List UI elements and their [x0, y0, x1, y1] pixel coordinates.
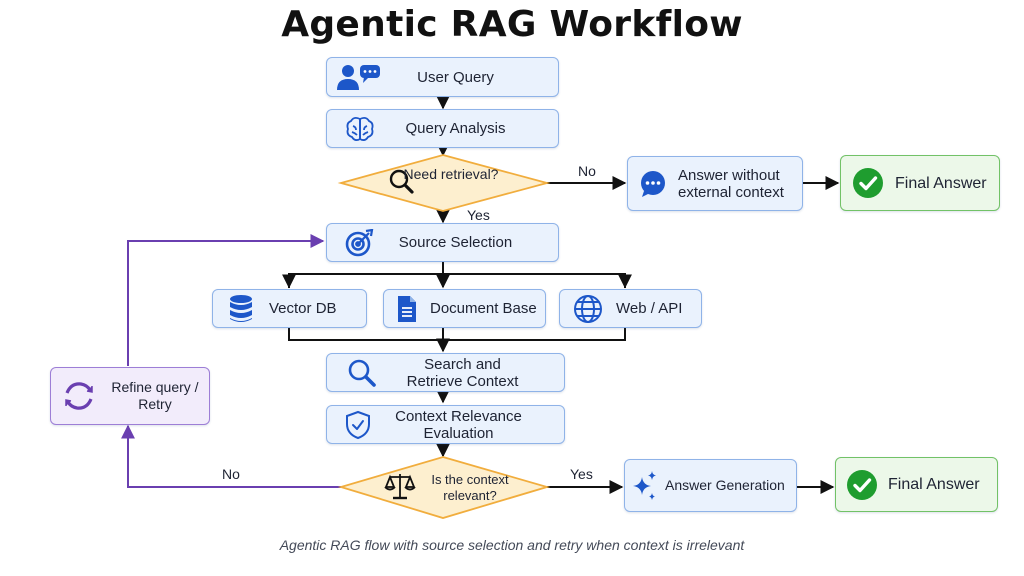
- node-refine-query-label: Refine query / Retry: [111, 379, 199, 412]
- brain-icon: [327, 116, 393, 142]
- node-source-selection-label: Source Selection: [398, 234, 513, 251]
- check-circle-icon: [841, 167, 895, 199]
- search-icon: [327, 358, 397, 388]
- edge-refine-to-source: [127, 234, 325, 366]
- node-answer-generation: Answer Generation: [624, 459, 797, 512]
- node-refine-query: Refine query / Retry: [50, 367, 210, 425]
- node-query-analysis: Query Analysis: [326, 109, 559, 148]
- node-search-retrieve-label: Search and Retrieve Context: [406, 355, 519, 390]
- node-answer-without-context: Answer without external context: [627, 156, 803, 211]
- edge-source-branch: [288, 273, 626, 288]
- user-chat-icon: [327, 63, 393, 91]
- node-final-answer-top: Final Answer: [840, 155, 1000, 211]
- node-web-api-label: Web / API: [616, 300, 683, 317]
- shield-check-icon: [327, 410, 389, 440]
- node-vector-db-label: Vector DB: [269, 300, 337, 317]
- node-answer-generation-label: Answer Generation: [665, 477, 785, 493]
- edge-no-to-refine: [121, 424, 342, 488]
- globe-icon: [560, 294, 616, 324]
- decision-context-relevant-label: Is the context relevant?: [431, 472, 509, 503]
- node-vector-db: Vector DB: [212, 289, 367, 328]
- decision-context-relevant-shape: [337, 456, 551, 519]
- magnifier-icon: [389, 169, 414, 194]
- node-query-analysis-label: Query Analysis: [405, 120, 506, 137]
- node-web-api: Web / API: [559, 289, 702, 328]
- target-icon: [327, 228, 393, 257]
- node-document-base-label: Document Base: [430, 300, 537, 317]
- database-icon: [213, 294, 269, 324]
- check-circle-icon: [836, 469, 888, 501]
- caption: Agentic RAG flow with source selection a…: [279, 537, 745, 553]
- diagram-title: Agentic RAG Workflow: [281, 4, 743, 45]
- node-context-relevance-label: Context Relevance Evaluation: [395, 407, 522, 442]
- node-final-answer-bottom-label: Final Answer: [888, 476, 980, 493]
- node-document-base: Document Base: [383, 289, 546, 328]
- decision-need-retrieval-label: Need retrieval?: [403, 166, 499, 182]
- decision-need-retrieval-shape: [337, 154, 551, 212]
- edge-label-no-bottom: No: [222, 466, 240, 482]
- edge-label-yes-top: Yes: [467, 207, 490, 223]
- node-search-retrieve: Search and Retrieve Context: [326, 353, 565, 392]
- edge-sources-merge: [288, 328, 626, 341]
- node-user-query-label: User Query: [417, 68, 494, 86]
- scales-icon: [384, 474, 416, 500]
- refresh-icon: [51, 379, 107, 413]
- node-context-relevance: Context Relevance Evaluation: [326, 405, 565, 444]
- node-user-query: User Query: [326, 57, 559, 97]
- node-answer-without-context-label: Answer without external context: [678, 166, 784, 201]
- edge-label-no-top: No: [578, 163, 596, 179]
- node-final-answer-bottom: Final Answer: [835, 457, 998, 512]
- node-final-answer-top-label: Final Answer: [895, 174, 987, 192]
- edge-label-yes-bottom: Yes: [570, 466, 593, 482]
- chat-bubble-icon: [628, 170, 678, 198]
- document-icon: [384, 295, 430, 323]
- node-source-selection: Source Selection: [326, 223, 559, 262]
- sparkles-icon: [625, 469, 665, 503]
